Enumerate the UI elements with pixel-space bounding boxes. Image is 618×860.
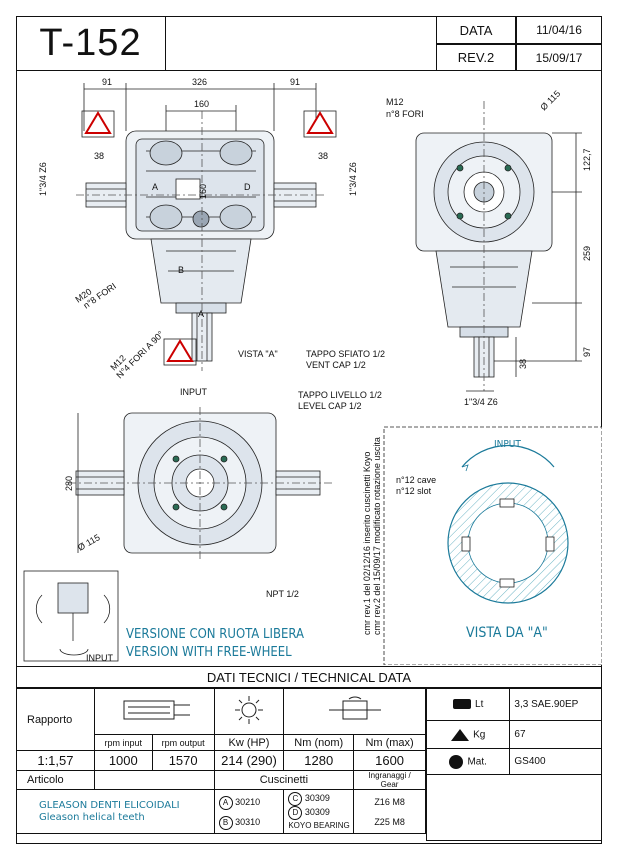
nm-max-value: 1600	[353, 750, 426, 771]
dim-160-vertical: 160	[198, 184, 208, 199]
rev-note-2: cmr rev.2 del 15/09/17 modificato rotazi…	[372, 437, 382, 635]
freewheel-icon	[23, 570, 119, 662]
level-cap-en: LEVEL CAP 1/2	[298, 401, 362, 411]
ratio-value: 1:1,57	[16, 750, 95, 771]
dim-97: 97	[582, 347, 592, 357]
dim-91-left: 91	[102, 77, 112, 87]
dim-122-7: 122,7	[582, 148, 592, 171]
nm-nom-label: Nm (nom)	[283, 734, 355, 751]
nm-max-label: Nm (max)	[353, 734, 426, 751]
m12-label: M12	[386, 97, 404, 107]
rapporto-label: Rapporto	[16, 688, 95, 751]
articolo-label: Articolo	[16, 770, 95, 790]
dim-280: 280	[64, 476, 74, 491]
vista-da-a-label: VISTA DA "A"	[466, 625, 548, 641]
side-view	[415, 101, 582, 392]
npt-label: NPT 1/2	[266, 589, 299, 599]
articolo-blank	[93, 770, 215, 790]
rev-label: REV.2	[436, 44, 516, 71]
input-small: INPUT	[86, 653, 114, 663]
front-view	[76, 83, 337, 371]
m12-holes: n°8 FORI	[386, 109, 424, 119]
dim-38-left: 38	[94, 151, 104, 161]
data-value: 11/04/16	[516, 16, 602, 44]
dim-115-top: Ø 115	[538, 88, 562, 112]
dim-259: 259	[582, 246, 592, 261]
mat-value: GS400	[509, 748, 602, 775]
kg-cell: Kg	[425, 720, 511, 749]
technical-drawing: 91 326 91 160 1"3/4 Z6 1"3/4 Z6 38 38 16…	[23, 77, 602, 665]
vista-a-label: VISTA "A"	[238, 349, 278, 359]
oil-can-icon	[453, 699, 472, 710]
rpm-input-label: rpm input	[93, 734, 153, 751]
rev-note-1: cmr rev.1 del 02/12/16 inserito cuscinet…	[362, 452, 372, 635]
lt-value: 3,3 SAE.90EP	[509, 688, 602, 721]
drawing-code: T-152	[16, 16, 166, 71]
material-icon	[449, 754, 464, 769]
dim-38-side: 38	[518, 359, 528, 369]
mat-cell: Mat.	[425, 748, 511, 775]
slot-en: n°12 slot	[396, 486, 432, 496]
kw-label: Kw (HP)	[213, 734, 285, 751]
vent-cap-it: TAPPO SFIATO 1/2	[306, 349, 385, 359]
dim-91-right: 91	[290, 77, 300, 87]
rpm-output-label: rpm output	[151, 734, 215, 751]
rpm-input-value: 1000	[93, 750, 153, 771]
dim-115-bottom: Ø 115	[76, 532, 102, 553]
weight-icon	[451, 728, 470, 741]
dim-326: 326	[192, 77, 207, 87]
kg-value: 67	[509, 720, 602, 749]
lt-cell: Lt	[425, 688, 511, 721]
nm-nom-value: 1280	[283, 750, 355, 771]
torque-icon	[283, 688, 426, 735]
level-cap-it: TAPPO LIVELLO 1/2	[298, 390, 382, 400]
letter-d: D	[244, 182, 251, 192]
dim-38-right: 38	[318, 151, 328, 161]
rpm-output-value: 1570	[151, 750, 215, 771]
slot-it: n°12 cave	[396, 475, 436, 485]
technical-table: Rapporto rpm input rpm output Kw (HP) Nm…	[16, 688, 426, 834]
vista-da-a-box	[383, 426, 602, 665]
version-en: VERSION WITH FREE-WHEEL	[126, 645, 292, 660]
side-shaft-label: 1"3/4 Z6	[464, 397, 498, 407]
letter-b: B	[178, 265, 184, 275]
view-input-label: INPUT	[494, 439, 521, 450]
bearings-cd: C 30309 D 30309 KOYO BEARING	[283, 789, 355, 834]
kw-value: 214 (290)	[213, 750, 285, 771]
data-label: DATA	[436, 16, 516, 44]
cuscinetti-label: Cuscinetti	[213, 770, 355, 790]
dim-160-top: 160	[194, 99, 209, 109]
version-it: VERSIONE CON RUOTA LIBERA	[126, 627, 304, 642]
lubricant-weight-material: Lt 3,3 SAE.90EP Kg 67 Mat. GS400	[425, 688, 602, 841]
bottom-view	[68, 407, 332, 561]
technical-data-title: DATI TECNICI / TECHNICAL DATA	[16, 666, 602, 688]
shaft-icon	[93, 688, 215, 735]
letter-a: A	[152, 182, 158, 192]
right-blank	[426, 774, 602, 841]
letter-a-bottom: A	[198, 309, 204, 319]
header-blank	[166, 16, 436, 71]
input-label: INPUT	[180, 387, 208, 397]
gear-label: Ingranaggi /Gear	[353, 770, 426, 790]
shaft-label-left: 1"3/4 Z6	[38, 162, 48, 196]
vent-cap-en: VENT CAP 1/2	[306, 360, 366, 370]
power-icon	[213, 688, 285, 735]
shaft-label-right: 1"3/4 Z6	[348, 162, 358, 196]
rev-value: 15/09/17	[516, 44, 602, 71]
bearings-ab: A 30210 B 30310	[213, 789, 285, 834]
